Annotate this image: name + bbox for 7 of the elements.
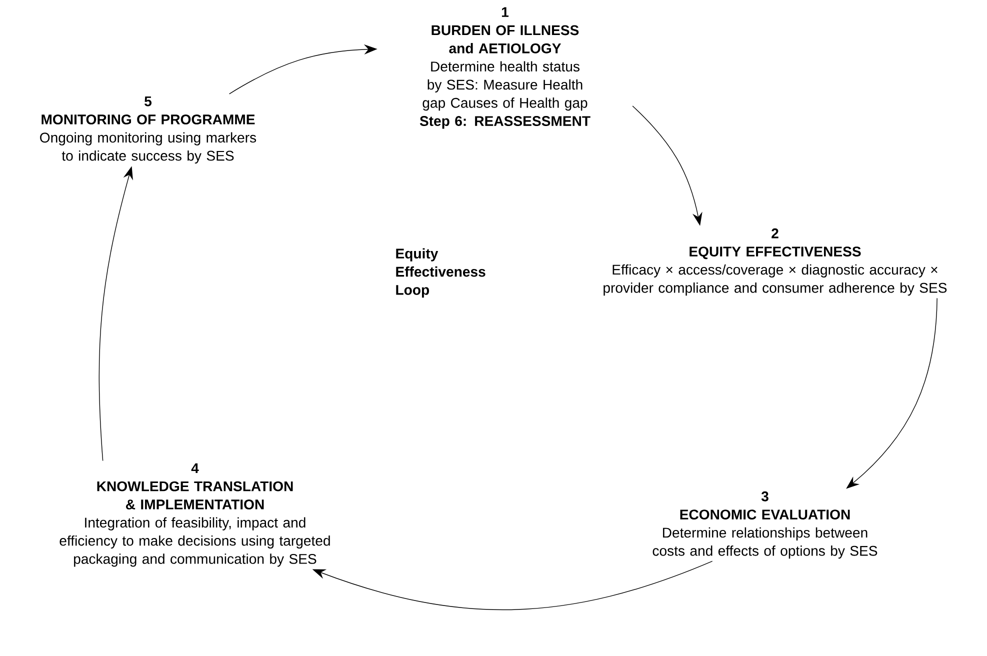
step-text: 1 BURDEN OF ILLNESS and AETIOLOGY Determine health status by SES: Measure Health gap Causes of Health gap Step 6: REASSESSMENT	[420, 7, 590, 129]
step-text: 5 MONITORING OF PROGRAMME Ongoing monitoring using markers to indicate success by SES	[40, 96, 256, 164]
step-text: 2 EQUITY EFFECTIVENESS Efficacy × access/coverage × diagnostic accuracy × provider compliance and consumer adherence by SES	[604, 228, 947, 296]
loop-label: Equity Effectiveness Loop	[396, 248, 486, 298]
step-text: 4 KNOWLEDGE TRANSLATION & IMPLEMENTATION Integration of feasibility, impact and efficiency to make decisions using targeted packaging and communication by SES	[60, 463, 330, 567]
arrow	[846, 298, 938, 489]
step-text: 3 ECONOMIC EVALUATION Determine relationships between costs and effects of options by SES	[652, 491, 878, 559]
